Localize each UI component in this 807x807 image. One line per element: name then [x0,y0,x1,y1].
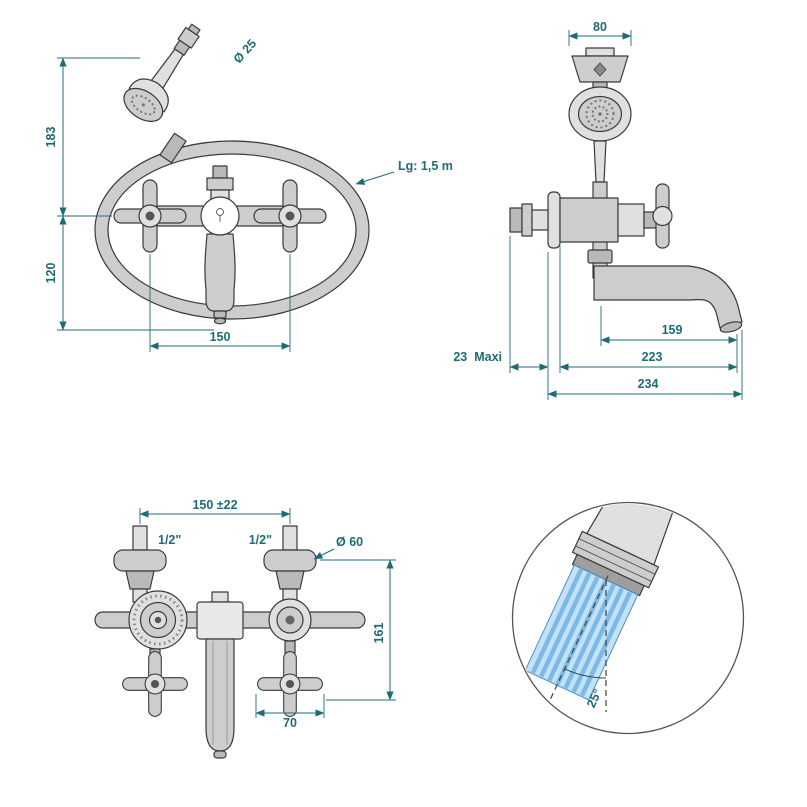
hand-shower-side [568,81,632,183]
view-front-connections: 150 ±22 1/2" 1/2" Ø 60 161 70 [94,498,396,759]
hose-connector-nut [159,132,187,164]
spray-face-nozzles [130,94,156,116]
dim-depth-mid: 223 [642,350,663,364]
dim-height-lower: 120 [44,263,58,284]
dim-spout-reach: 159 [662,323,683,337]
mixer-body-connections [94,590,366,759]
dim-hose-diameter: Ø 25 [231,37,260,67]
dim-handle-diameter: 70 [283,716,297,730]
dim-shower-width: 80 [593,20,607,34]
angle-arc [564,668,607,679]
cross-handle-right [253,179,327,253]
spout-column [205,638,235,752]
spout-side [593,265,743,329]
view-spout-detail: 25° [511,501,745,735]
dims-front: 183 120 150 Ø 25 Lg: 1,5 m [44,37,453,352]
view-front-with-shower: 183 120 150 Ø 25 Lg: 1,5 m [44,23,453,352]
knurled-ring [132,594,184,646]
shower-holder [571,47,629,83]
spout-front [204,233,236,312]
inlet-size-left-label: 1/2" [158,533,181,547]
dim-height-upper: 183 [44,127,58,148]
mixer-body-side [509,181,743,333]
dim-depth-total: 234 [638,377,659,391]
dim-flange-diameter: Ø 60 [336,535,363,549]
stream-axis-line [547,575,609,706]
hose-length-label: Lg: 1,5 m [398,159,453,173]
dims-connections: 150 ±22 1/2" 1/2" Ø 60 161 70 [139,498,396,730]
hand-shower [123,23,201,122]
spout-aerator [719,321,743,333]
cross-handle-lower-left [122,651,188,717]
dim-fixing-centers: 150 ±22 [192,498,237,512]
dim-handle-centers: 150 [210,330,231,344]
inlet-size-right-label: 1/2" [249,533,272,547]
cross-handle-lower-right [257,651,323,717]
wall-max-label: 23 Maxi [453,350,502,364]
view-side: 80 159 223 234 23 Maxi [453,20,743,400]
dims-side: 80 159 223 234 23 Maxi [453,20,743,400]
brand-diamond-icon [593,62,607,77]
mixer-body-front [113,165,327,325]
dim-overall-height: 161 [372,623,386,644]
wall-union-left [113,525,167,603]
